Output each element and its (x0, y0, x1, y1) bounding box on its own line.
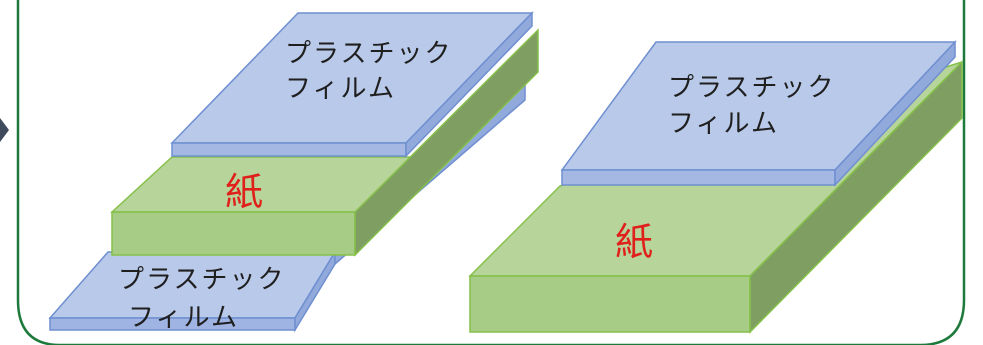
right-film-label-line1: プラスチック (668, 73, 835, 103)
left-paper: 紙 (110, 28, 539, 257)
left-top-film-label-line2: フィルム (285, 74, 396, 104)
left-bottom-film-label-line2: フィルム (128, 303, 239, 333)
left-stack: 紙 プラスチック フィルム プラスチック フィルム (48, 11, 539, 333)
frame-border (16, 0, 966, 345)
left-top-film: プラスチック フィルム (170, 11, 534, 158)
right-stack: 紙 プラスチック フィルム (468, 40, 963, 334)
left-paper-label: 紙 (225, 170, 263, 214)
right-film: プラスチック フィルム (560, 40, 957, 187)
left-top-film-label-line1: プラスチック (285, 39, 452, 69)
right-film-label-line2: フィルム (668, 109, 779, 139)
right-paper-label: 紙 (615, 220, 653, 264)
left-bottom-film-label-line1: プラスチック (118, 265, 285, 295)
arrow-tip-icon (0, 118, 9, 142)
